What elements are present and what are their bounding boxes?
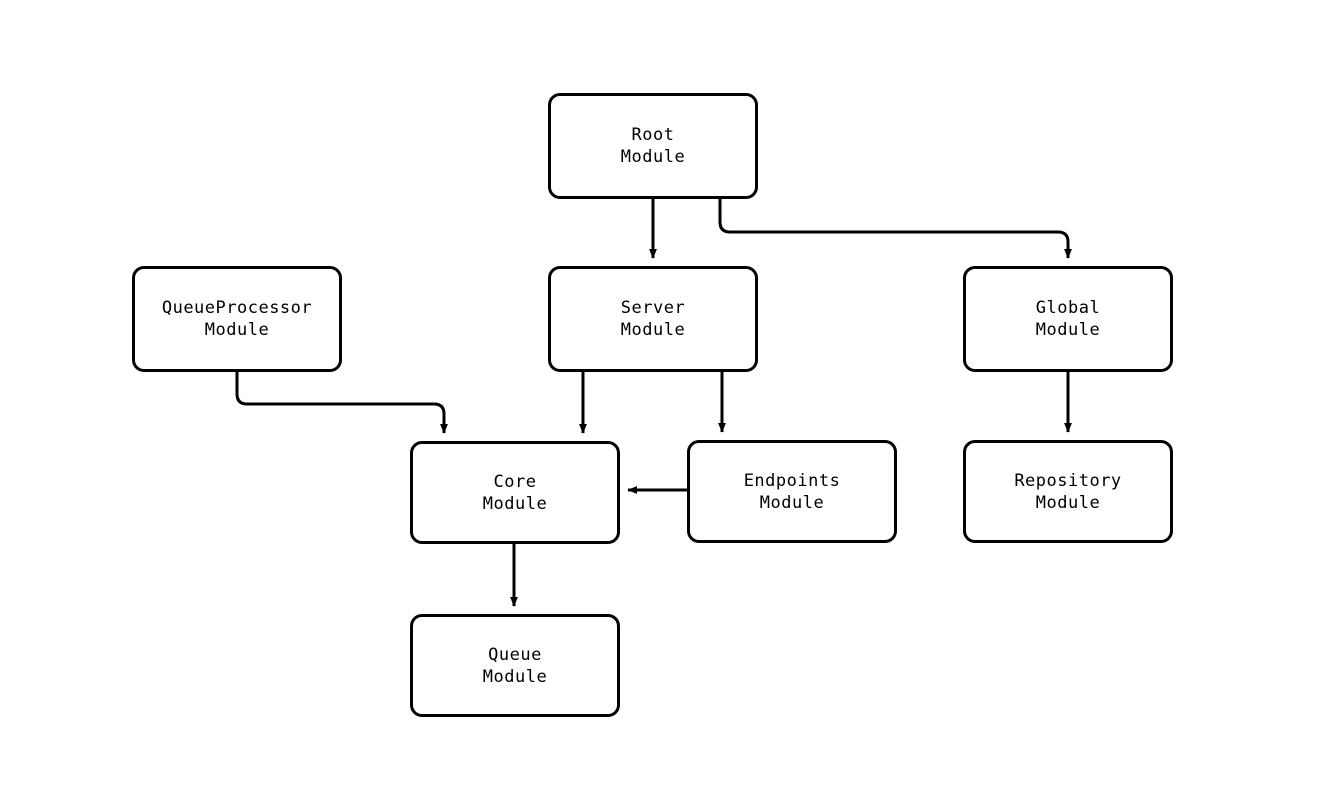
node-label-primary: Core	[493, 471, 537, 492]
edge-root-to-global	[718, 199, 1072, 259]
edge-queueprocessor-to-core	[235, 372, 448, 434]
node-label-primary: Root	[631, 125, 675, 145]
node-label-primary: Endpoints	[743, 470, 841, 491]
node-label-primary: Global	[1035, 298, 1101, 318]
node-label-secondary: Module	[204, 320, 270, 340]
node-label-secondary: Module	[620, 147, 686, 167]
node-label-secondary: Module	[1035, 320, 1101, 340]
node-label-secondary: Module	[1035, 492, 1101, 513]
node-label-secondary: Module	[482, 493, 548, 514]
node-label-primary: QueueProcessor	[161, 298, 313, 318]
node-label-secondary: Module	[759, 492, 825, 513]
node-label-primary: Queue	[488, 644, 542, 665]
node-label-primary: Repository	[1014, 470, 1122, 491]
node-label-secondary: Module	[482, 666, 548, 687]
node-label-secondary: Module	[620, 320, 686, 340]
node-label-primary: Server	[620, 298, 686, 318]
